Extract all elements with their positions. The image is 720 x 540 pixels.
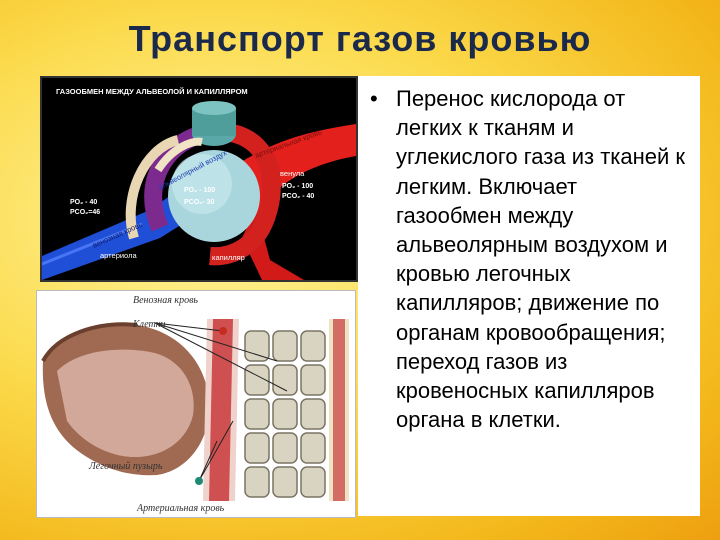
capillary-label: капилляр [212, 253, 245, 262]
bullet-text-box: • Перенос кислорода от легких к тканям и… [358, 76, 700, 516]
mid-po2-label: PO₂ - 100 [184, 187, 215, 194]
bullet-item: • Перенос кислорода от легких к тканям и… [370, 84, 686, 434]
left-po2-label: PO₂ - 40 [70, 199, 97, 206]
tissue-diagram: Венозная кровь Клетки Легочный пузырь Ар… [37, 291, 355, 517]
venula-label: венула [280, 169, 305, 178]
lung-vesicle-caption: Легочный пузырь [88, 461, 163, 472]
bullet-text: Перенос кислорода от легких к тканям и у… [396, 86, 686, 433]
diagram-header: ГАЗООБМЕН МЕЖДУ АЛЬВЕОЛОЙ И КАПИЛЛЯРОМ [56, 87, 248, 96]
arteriola-label: артериола [100, 251, 137, 260]
lung-tissue-illustration: Венозная кровь Клетки Легочный пузырь Ар… [36, 290, 356, 518]
right-pco2-label: PCO₂ - 40 [282, 193, 314, 200]
bullet-icon: • [370, 86, 378, 111]
venous-blood-caption: Венозная кровь [133, 295, 198, 306]
slide-title: Транспорт газов кровью [128, 18, 592, 59]
mid-pco2-label: PCO₂- 30 [184, 199, 214, 206]
arterial-blood-caption: Артериальная кровь [136, 503, 225, 514]
right-po2-label: PO₂ - 100 [282, 183, 313, 190]
alveolus-capillary-illustration: ГАЗООБМЕН МЕЖДУ АЛЬВЕОЛОЙ И КАПИЛЛЯРОМ а… [40, 76, 358, 282]
cells-caption: Клетки [132, 319, 165, 330]
alveolus-diagram: ГАЗООБМЕН МЕЖДУ АЛЬВЕОЛОЙ И КАПИЛЛЯРОМ а… [41, 78, 356, 280]
left-pco2-label: PCO₂=46 [70, 209, 100, 216]
